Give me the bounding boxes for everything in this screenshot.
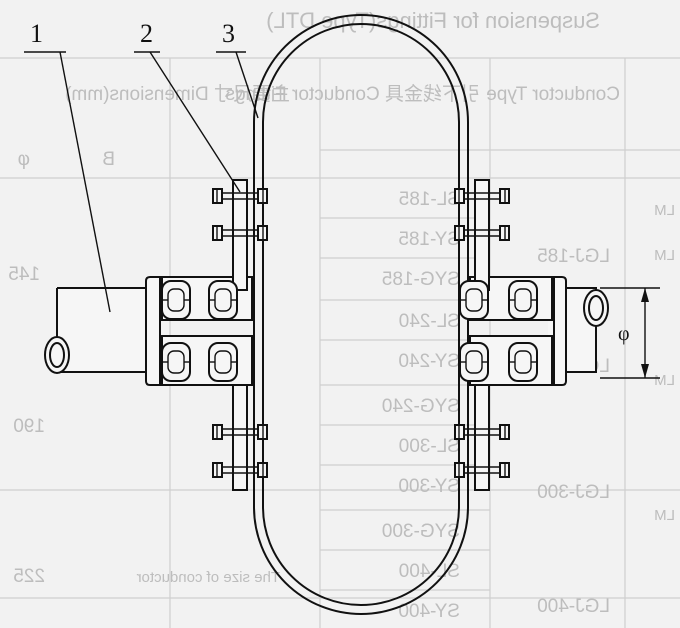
callout-2: 2 bbox=[140, 19, 153, 48]
callout-group: 1 2 3 bbox=[24, 19, 259, 313]
bolt-right-1 bbox=[454, 225, 510, 241]
bleed-fitting-7: SY-300 bbox=[398, 476, 460, 497]
bleed-dim-3: 225 bbox=[13, 566, 45, 587]
leader-1 bbox=[59, 51, 111, 313]
bleed-title: Suspension for Fittings(Type DTL) bbox=[266, 8, 600, 33]
bleed-type-3: LGJ-400 bbox=[537, 596, 610, 617]
bleed-col-phi: φ bbox=[18, 149, 30, 170]
bolt-group bbox=[212, 188, 510, 478]
dimension-label: φ bbox=[618, 323, 630, 345]
clamp-nut-right-2 bbox=[459, 342, 489, 382]
clamp-nut-right-1 bbox=[508, 280, 538, 320]
bleed-fitting-2: SYG-185 bbox=[382, 269, 460, 290]
bolt-right-3 bbox=[454, 462, 510, 478]
bolt-left-0 bbox=[212, 188, 268, 204]
bleed-side-0: LM bbox=[654, 202, 675, 219]
bleed-note: The size of conductor bbox=[137, 569, 280, 586]
bleed-col-b: B bbox=[102, 149, 115, 170]
leader-3 bbox=[235, 51, 259, 119]
bleed-type-0: LGJ-185 bbox=[537, 246, 610, 267]
left-conductor-pipe bbox=[44, 287, 151, 374]
bolt-left-1 bbox=[212, 225, 268, 241]
bleed-fitting-8: SYG-300 bbox=[382, 521, 460, 542]
bleed-side-1: LM bbox=[654, 247, 675, 264]
bleed-dim-0: 145 bbox=[8, 264, 40, 285]
dim-arrow-top bbox=[641, 288, 649, 302]
clamp-nut-group bbox=[161, 280, 538, 382]
bleed-fitting-4: SY-240 bbox=[398, 351, 460, 372]
clamp-nut-left-0 bbox=[161, 280, 191, 320]
loop-conductor bbox=[253, 14, 469, 615]
bolt-right-0 bbox=[454, 188, 510, 204]
bleed-fitting-9: SL-400 bbox=[399, 561, 460, 582]
bolt-left-3 bbox=[212, 462, 268, 478]
bleed-side-3: LM bbox=[654, 507, 675, 524]
bleed-fitting-10: SY-400 bbox=[398, 601, 460, 622]
clamp-nut-left-1 bbox=[208, 280, 238, 320]
bolt-right-2 bbox=[454, 424, 510, 440]
bleed-header-type: Conductor Type bbox=[486, 84, 620, 105]
bolt-left-2 bbox=[212, 424, 268, 440]
left-clamp bbox=[145, 179, 253, 491]
bleed-table-grid bbox=[0, 57, 680, 628]
callout-3: 3 bbox=[222, 19, 235, 48]
bleed-fitting-3: SL-240 bbox=[399, 311, 460, 332]
bleed-fitting-5: SYG-240 bbox=[382, 396, 460, 417]
bleed-side-2: LM bbox=[654, 372, 675, 389]
bleed-fitting-0: SL-185 bbox=[399, 189, 460, 210]
bleed-fitting-1: SY-185 bbox=[398, 229, 460, 250]
callout-1: 1 bbox=[30, 19, 43, 48]
clamp-nut-right-0 bbox=[459, 280, 489, 320]
clamp-nut-left-2 bbox=[161, 342, 191, 382]
dim-arrow-bottom bbox=[641, 364, 649, 378]
bleed-type-2: LGJ-300 bbox=[537, 482, 610, 503]
bleed-header-fittings: 引下线金具 Conductor Fittings bbox=[226, 83, 480, 105]
bleed-fitting-6: SL-300 bbox=[399, 436, 460, 457]
diameter-dimension: φ bbox=[600, 287, 660, 379]
clamp-nut-right-3 bbox=[508, 342, 538, 382]
bleed-through-layer: Suspension for Fittings(Type DTL) Conduc… bbox=[0, 8, 680, 628]
bleed-dim-2: 190 bbox=[13, 416, 45, 437]
right-clamp bbox=[469, 179, 567, 491]
leader-2 bbox=[149, 51, 241, 193]
clamp-nut-left-3 bbox=[208, 342, 238, 382]
